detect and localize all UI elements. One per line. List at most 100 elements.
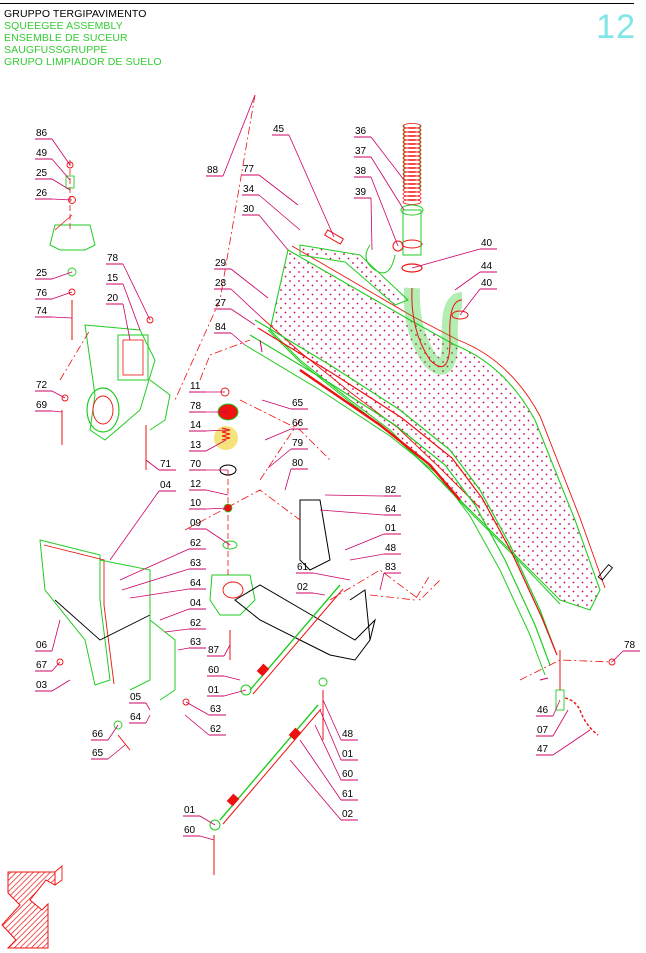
callout-63: 63 [185,701,226,716]
callout-leader [349,553,385,561]
callout-66: 66 [91,724,119,741]
callout-28: 28 [214,278,263,319]
callout-label: 80 [292,458,304,469]
callout-leader [552,729,591,756]
callout-label: 87 [208,645,220,656]
callout-60: 60 [207,665,241,681]
axle-rods [209,584,344,875]
callout-leader [51,390,66,399]
callout-leader [184,714,210,736]
callout-leader [51,198,73,201]
callout-label: 63 [190,558,202,569]
callout-leader [145,714,151,724]
callout-45: 45 [272,124,335,238]
callout-78: 78 [189,401,228,413]
callout-label: 47 [537,744,549,755]
callout-leader [129,588,190,599]
callout-78: 78 [106,253,151,321]
callout-label: 13 [190,440,202,451]
callout-leader [145,702,151,711]
callout-leader [121,568,190,591]
callout-04: 04 [159,598,206,621]
hose-rib [402,147,422,153]
callout-67: 67 [35,660,61,672]
callout-leader [319,709,342,761]
callout-83: 83 [379,562,401,591]
callout-87: 87 [207,644,231,657]
callout-leader [51,271,73,280]
hose-rib [402,167,422,173]
callout-label: 06 [36,640,48,651]
callout-leader [267,448,292,469]
callout-44: 44 [454,261,497,291]
back-arrow-icon[interactable] [1,865,63,949]
callout-label: 48 [385,543,397,554]
right-parts [555,563,616,736]
callout-leader [454,271,481,291]
callout-label: 62 [190,538,202,549]
callout-label: 64 [190,578,202,589]
callout-label: 02 [342,809,354,820]
callout-label: 27 [215,298,227,309]
callout-label: 49 [36,148,48,159]
callout-leader [299,739,342,801]
hose-rib [402,191,422,197]
callout-12: 12 [189,479,229,496]
callout-label: 65 [92,748,104,759]
callout-09: 09 [189,518,231,546]
callout-leader [51,619,61,652]
hose-rib [402,195,422,201]
hose-rib [402,127,422,133]
callout-label: 40 [481,238,493,249]
callout-63: 63 [177,637,206,651]
callout-label: 65 [292,398,304,409]
callout-64: 64 [319,504,401,516]
callout-leader [205,429,227,432]
callout-label: 60 [184,825,196,836]
callout-71: 71 [145,459,176,471]
callout-label: 62 [190,618,202,629]
callout-46: 46 [536,699,561,717]
callout-label: 61 [342,789,354,800]
callout-label: 70 [190,459,202,470]
callout-label: 12 [190,479,202,490]
callout-01: 01 [344,523,401,551]
callout-label: 25 [36,268,48,279]
suction-hose [365,123,469,375]
callout-label: 14 [190,420,202,431]
title-de: SAUGFUSSGRUPPE [4,44,108,56]
callout-leader [107,744,126,760]
callout-label: 38 [355,166,367,177]
callout-61: 61 [299,739,358,801]
callout-leader [122,263,151,321]
callout-label: 77 [243,164,255,175]
callout-74: 74 [35,306,73,319]
callout-leader [258,194,301,231]
callout-64: 64 [129,578,206,599]
callout-label: 29 [215,258,227,269]
callout-76: 76 [35,288,73,300]
title-block: GRUPPO TERGIPAVIMENTO SQUEEGEE ASSEMBLY … [4,8,162,68]
callout-leader [205,507,229,510]
callout-leader [51,410,63,413]
callout-label: 01 [385,523,397,534]
callout-leader [611,650,624,663]
hose-rib [402,171,422,177]
callout-06: 06 [35,619,61,652]
callout-62: 62 [119,538,206,581]
callout-label: 64 [130,712,142,723]
callout-label: 01 [208,685,220,696]
callout-label: 79 [292,438,304,449]
callout-03: 03 [35,679,71,692]
callout-26: 26 [35,188,73,201]
callout-leader [107,724,119,741]
callout-label: 60 [342,769,354,780]
callout-37: 37 [354,146,405,211]
callout-label: 30 [243,204,255,215]
callout-leader [122,303,131,341]
callout-label: 39 [355,187,367,198]
hose-rib [402,123,422,129]
callout-70: 70 [189,459,228,471]
callout-leader [205,528,231,546]
